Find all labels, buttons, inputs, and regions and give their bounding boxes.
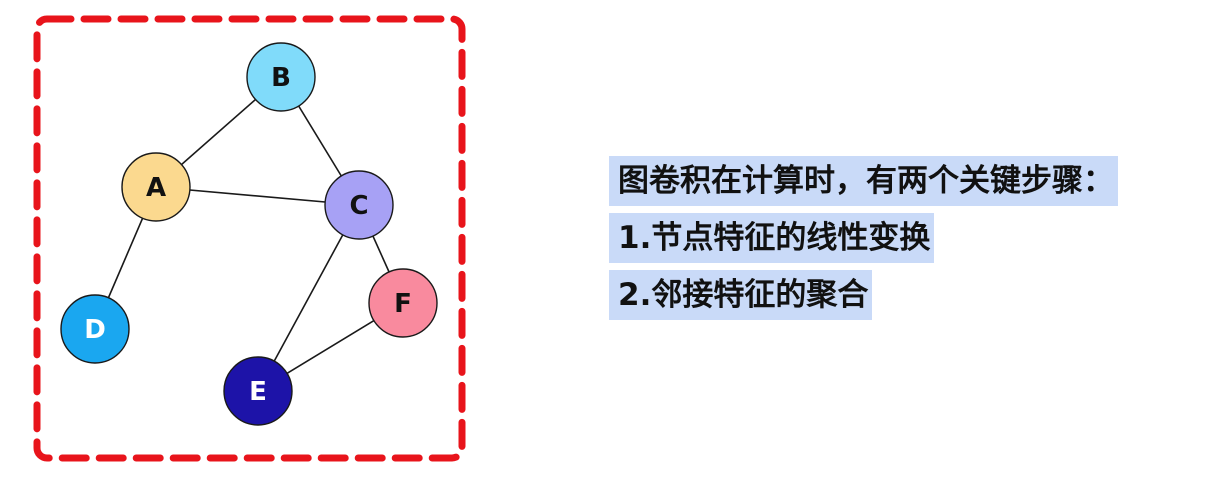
node-a: A: [121, 152, 191, 222]
node-c-label: C: [349, 191, 368, 221]
node-a-circle: [121, 152, 191, 222]
graph-svg: B A C D F E: [33, 15, 466, 462]
node-d-circle: [60, 294, 130, 364]
node-e-circle: [223, 356, 293, 426]
node-e-label: E: [249, 377, 267, 407]
node-f-circle: [368, 268, 438, 338]
node-b: B: [246, 42, 316, 112]
node-f: F: [368, 268, 438, 338]
node-c: C: [324, 170, 394, 240]
description-heading: 图卷积在计算时，有两个关键步骤：: [609, 156, 1118, 206]
node-f-label: F: [394, 289, 412, 319]
node-b-label: B: [271, 63, 291, 93]
dashed-border: [33, 15, 466, 462]
node-a-label: A: [146, 173, 166, 203]
nodes: B A C D F E: [60, 42, 438, 426]
node-b-circle: [246, 42, 316, 112]
node-d-label: D: [84, 315, 106, 345]
node-e: E: [223, 356, 293, 426]
node-c-circle: [324, 170, 394, 240]
graph-diagram: B A C D F E: [0, 0, 500, 489]
step-2-neighbor-aggregation: 2.邻接特征的聚合: [609, 270, 873, 320]
node-d: D: [60, 294, 130, 364]
step-1-linear-transform: 1.节点特征的线性变换: [609, 213, 935, 263]
description-panel: 图卷积在计算时，有两个关键步骤： 1.节点特征的线性变换 2.邻接特征的聚合: [609, 156, 1199, 327]
edge-c-e: [257, 204, 360, 392]
